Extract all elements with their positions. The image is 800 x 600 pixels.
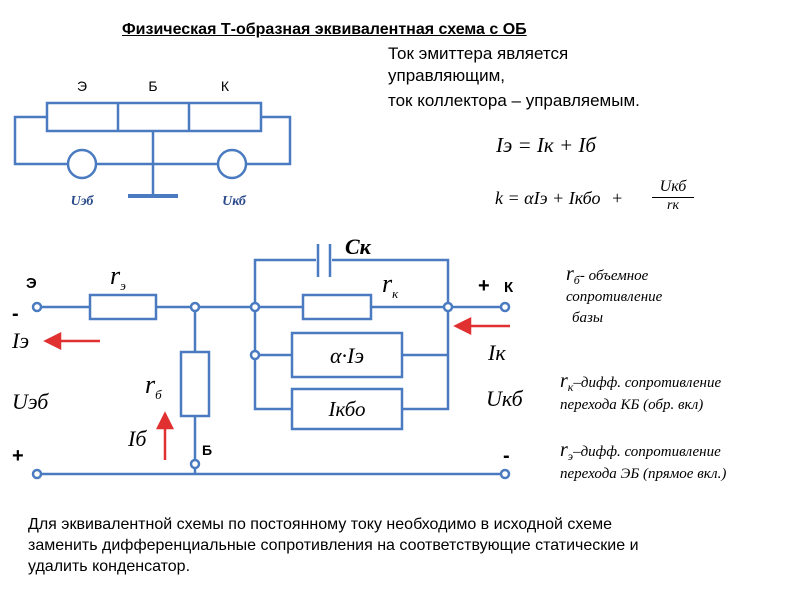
wire-collector — [246, 115, 292, 166]
wire-emitter — [13, 115, 68, 166]
footer-text: Для эквивалентной схемы по постоянному т… — [28, 514, 788, 577]
node-base — [189, 458, 201, 470]
note-rk-line2: перехода КБ (обр. вкл) — [560, 397, 704, 413]
note-rb-line2: сопротивление — [566, 289, 663, 305]
formula-k-plus2: + — [610, 188, 624, 208]
arrow-ik-head — [453, 316, 472, 336]
note-rb-text: - объемное — [579, 268, 649, 284]
current-arrows — [43, 316, 510, 460]
note-rk-sym: r — [560, 370, 568, 392]
terminal-b-right — [499, 468, 511, 480]
formula-k-denominator: rк — [667, 198, 679, 213]
source-ueb-circle — [66, 148, 98, 180]
intro-line-3: ток коллектора – управляемым. — [388, 91, 640, 110]
node-top-left — [249, 301, 261, 313]
main-circuit — [31, 244, 511, 480]
intro-line-2: управляющим, — [388, 66, 506, 85]
arrow-ie-head — [43, 331, 62, 351]
label-rb: rб — [145, 370, 162, 402]
note-rb-sym: r — [566, 263, 574, 285]
formula-current: Iэ = Iк + Iб — [496, 133, 596, 157]
note-rk-line1: rк–дифф. сопротивление — [560, 370, 721, 394]
note-rk: rк–дифф. сопротивление перехода КБ (обр.… — [560, 370, 721, 416]
node-label-b: Б — [202, 442, 212, 458]
note-rb-sub: б — [573, 273, 580, 287]
sign-minus-left: - — [12, 303, 19, 325]
label-rb-sym: r — [145, 370, 156, 399]
formula-k-eq: = — [507, 188, 520, 208]
note-rb-line3: базы — [572, 310, 604, 326]
label-voltage-ueb: Uэб — [12, 389, 49, 414]
note-rk-sub: к — [567, 380, 574, 394]
label-ck: Cк — [345, 234, 372, 259]
note-re-line2: перехода ЭБ (прямое вкл.) — [560, 466, 727, 482]
source-ukb-circle — [216, 148, 248, 180]
note-rb-line1: rб- объемное — [566, 263, 662, 288]
node-source-left — [249, 349, 261, 361]
wire-cap-left — [253, 258, 316, 307]
sign-plus-left: + — [12, 445, 24, 467]
label-source-ikbo: Iкбо — [327, 397, 365, 421]
formula-k-lhs: k — [495, 188, 503, 208]
footer-line-2: заменить дифференциальные сопротивления … — [28, 537, 639, 554]
node-label-k: К — [504, 279, 514, 296]
label-current-b: Iб — [127, 426, 147, 451]
label-current-e: Iэ — [11, 328, 29, 353]
top-source-ueb: Uэб — [71, 194, 95, 209]
footer-line-3: удалить конденсатор. — [28, 558, 191, 575]
note-rk-text: –дифф. сопротивление — [573, 375, 722, 391]
node-label-e: Э — [26, 275, 37, 292]
label-current-k: Iк — [487, 340, 506, 365]
formula-k-term2: Iкбо — [568, 188, 601, 208]
node-top-base — [189, 301, 201, 313]
footer-line-1: Для эквивалентной схемы по постоянному т… — [28, 516, 612, 533]
top-source-ukb: Uкб — [222, 194, 247, 209]
label-rk: rк — [382, 269, 399, 301]
note-re-line1: rэ–дифф. сопротивление — [560, 439, 726, 463]
label-rk-sym: r — [382, 269, 393, 298]
resistor-rb — [179, 350, 211, 418]
sign-minus-right: - — [503, 445, 510, 467]
label-source-alpha: α·Iэ — [330, 343, 364, 368]
note-re-sub: э — [567, 449, 574, 463]
label-re-sub: э — [120, 278, 126, 293]
resistor-re — [88, 293, 158, 321]
top-diagram — [13, 101, 292, 198]
terminal-b-left — [31, 468, 43, 480]
top-label-b: Б — [148, 78, 157, 94]
wire-cap-right — [332, 258, 450, 307]
label-rb-sub: б — [155, 387, 162, 402]
label-re-sym: r — [110, 261, 121, 290]
label-re: rэ — [110, 261, 126, 293]
transistor-body — [45, 101, 263, 133]
terminal-e — [31, 301, 43, 313]
formula-k-plus1: + — [552, 188, 565, 208]
resistor-rk — [301, 293, 373, 321]
intro-line-1: Ток эмиттера является — [388, 44, 569, 63]
note-re-text: –дифф. сопротивление — [573, 444, 721, 460]
note-re: rэ–дифф. сопротивление перехода ЭБ (прям… — [560, 439, 726, 485]
note-re-sym: r — [560, 439, 568, 461]
sign-plus-right: + — [478, 275, 490, 297]
formula-k-fraction: Uкб rк — [652, 178, 694, 214]
arrow-ib-head — [155, 411, 175, 430]
label-rk-sub: к — [392, 286, 399, 301]
note-rb: rб- объемное сопротивление базы — [566, 264, 662, 329]
formula-k: k = αIэ + Iкбо + — [495, 188, 623, 209]
page-title: Физическая Т-образная эквивалентная схем… — [122, 21, 527, 38]
top-label-e: Э — [77, 78, 87, 94]
source-ikbo-box — [290, 387, 404, 431]
terminal-k — [499, 301, 511, 313]
source-alpha-box — [290, 331, 404, 379]
node-top-right — [442, 301, 454, 313]
label-voltage-ukb: Uкб — [486, 386, 524, 411]
top-label-k: К — [221, 78, 230, 94]
formula-k-term1: αIэ — [524, 188, 548, 208]
formula-k-numerator: Uкб — [652, 178, 694, 198]
